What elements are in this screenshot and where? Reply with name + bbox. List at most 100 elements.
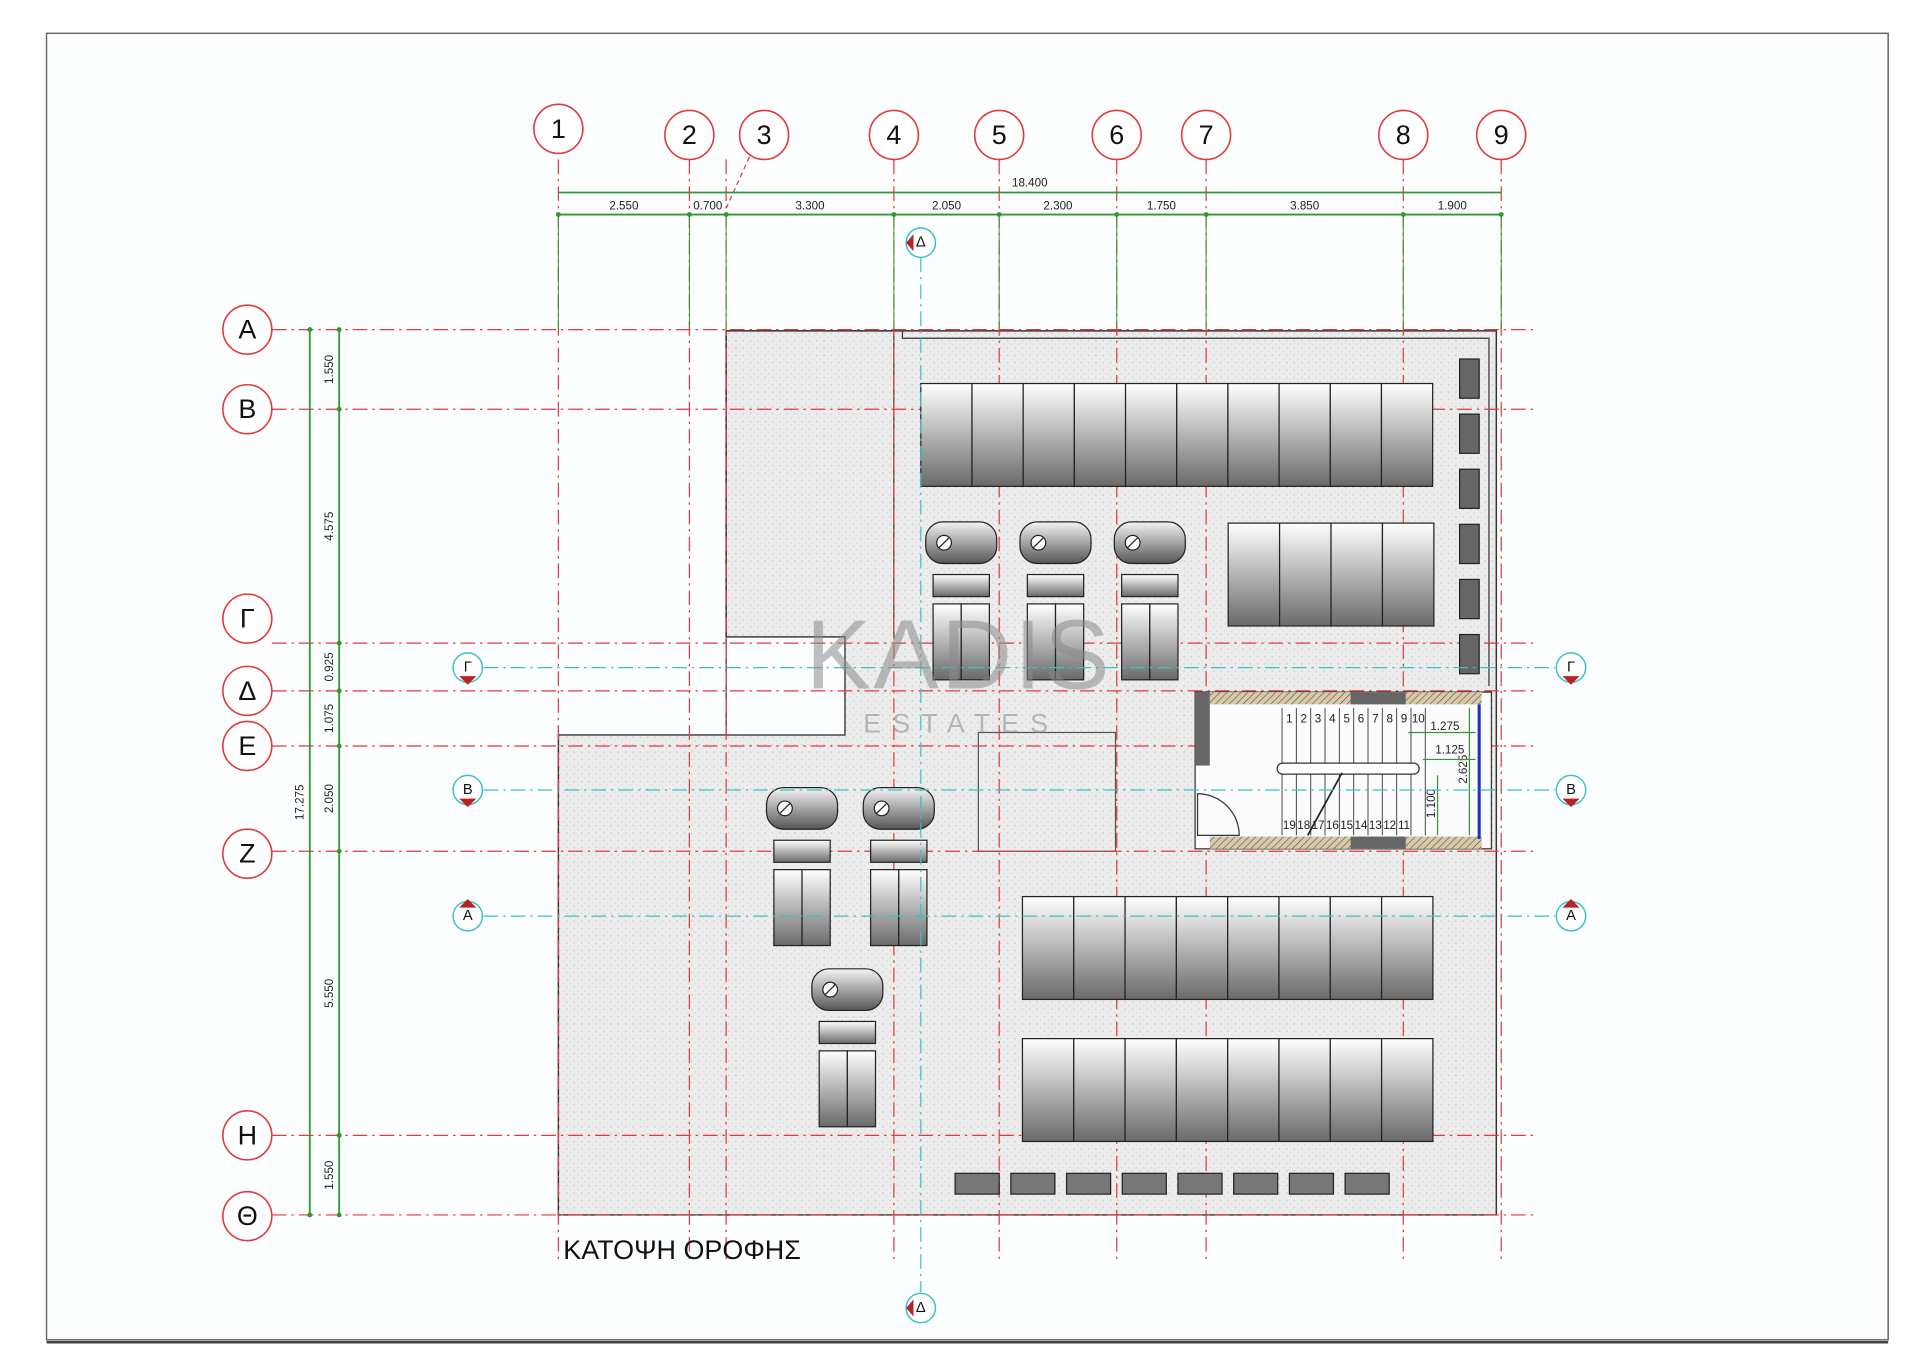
dim-segment: 2.050 bbox=[323, 784, 336, 814]
dim-segment: 2.050 bbox=[932, 200, 962, 213]
dim-total-horizontal: 18.400 bbox=[1012, 176, 1048, 189]
dim-tick bbox=[336, 406, 342, 412]
solar-panel bbox=[1380, 1038, 1434, 1143]
solar-panel bbox=[1329, 895, 1383, 1001]
grid-label-col: 9 bbox=[1494, 120, 1509, 150]
wall bbox=[1195, 692, 1210, 766]
section-label: B bbox=[1566, 782, 1576, 798]
water-tank bbox=[925, 521, 998, 565]
grid-bubble bbox=[222, 665, 273, 717]
dim-tick bbox=[336, 1212, 342, 1218]
solar-panel bbox=[1330, 522, 1384, 627]
section-arrow-icon bbox=[1562, 676, 1580, 685]
drawing-title: ΚΑΤΟΨΗ ΟΡΟΦΗΣ bbox=[563, 1235, 801, 1265]
stair-dimension: 1.100 bbox=[1425, 788, 1438, 818]
step-number: 9 bbox=[1401, 713, 1407, 726]
void bbox=[725, 636, 846, 736]
vent-unit bbox=[1458, 468, 1480, 510]
section-arrow-icon bbox=[1562, 899, 1580, 908]
grid-bubble bbox=[1091, 109, 1143, 161]
collector bbox=[1026, 573, 1085, 598]
wall bbox=[1350, 836, 1406, 849]
dim-tick bbox=[336, 848, 342, 854]
vent-unit bbox=[1458, 578, 1480, 620]
section-arrow-icon bbox=[906, 234, 914, 252]
grid-label-col: 1 bbox=[551, 114, 566, 144]
solar-panel bbox=[1227, 382, 1280, 487]
step-number: 11 bbox=[1398, 819, 1410, 832]
tank-valve-icon bbox=[876, 803, 887, 814]
solar-panel bbox=[1124, 382, 1178, 487]
vent-unit bbox=[1010, 1172, 1056, 1195]
collector bbox=[818, 1020, 877, 1045]
grid-bubble bbox=[222, 720, 273, 772]
water-tank bbox=[862, 786, 935, 830]
stair-cut-line bbox=[1307, 772, 1343, 836]
water-tank bbox=[765, 786, 839, 830]
dim-tick bbox=[336, 1132, 342, 1138]
dim-segment: 0.925 bbox=[323, 652, 336, 681]
step-number: 2 bbox=[1300, 713, 1306, 726]
dim-total-vertical: 17.275 bbox=[294, 785, 307, 821]
grid-bubble bbox=[664, 109, 715, 161]
solar-panel bbox=[1278, 895, 1331, 1001]
water-tank bbox=[1113, 521, 1186, 565]
step-number: 5 bbox=[1343, 713, 1349, 726]
section-arrow-icon bbox=[459, 798, 477, 808]
step-number: 6 bbox=[1358, 713, 1364, 726]
step-number: 15 bbox=[1340, 819, 1353, 832]
grid-label-row: Θ bbox=[237, 1201, 258, 1231]
dim-tick bbox=[336, 688, 342, 694]
wall bbox=[1350, 692, 1406, 705]
section-label: Γ bbox=[464, 660, 472, 676]
tank-valve-icon bbox=[938, 537, 950, 549]
dim-segment: 3.850 bbox=[1290, 200, 1320, 213]
grid-bubble bbox=[222, 304, 273, 355]
solar-panel bbox=[1021, 895, 1075, 1001]
collector-panel bbox=[1149, 603, 1179, 681]
tank-valve-icon bbox=[1033, 537, 1044, 549]
section-arrow-icon bbox=[906, 1299, 914, 1317]
collector-panel bbox=[870, 869, 900, 947]
collector bbox=[1121, 573, 1179, 598]
step-number: 12 bbox=[1383, 819, 1396, 832]
dim-segment: 1.075 bbox=[323, 704, 336, 733]
solar-panel bbox=[920, 382, 973, 487]
collector-panel bbox=[818, 1050, 848, 1128]
dim-segment: 4.575 bbox=[323, 512, 336, 541]
grid-label-row: H bbox=[238, 1120, 257, 1150]
stair-dimension: 2.625 bbox=[1457, 755, 1470, 784]
solar-panel bbox=[1124, 895, 1177, 1001]
collector bbox=[932, 573, 991, 598]
section-arrow-icon bbox=[459, 899, 477, 908]
solar-panel bbox=[1073, 895, 1126, 1001]
dim-segment: 1.900 bbox=[1438, 200, 1468, 213]
grid-label-row: A bbox=[238, 315, 256, 345]
section-arrow-icon bbox=[459, 676, 477, 685]
stair-dimension: 1.125 bbox=[1435, 743, 1464, 756]
section-arrow-icon bbox=[1562, 798, 1580, 808]
grid-bubble bbox=[222, 1190, 273, 1242]
step-number: 16 bbox=[1326, 819, 1339, 832]
step-number: 7 bbox=[1372, 713, 1378, 726]
solar-panel bbox=[1381, 522, 1435, 627]
solar-panel bbox=[1380, 895, 1434, 1001]
solar-panel bbox=[1073, 1038, 1126, 1143]
door-swing bbox=[1196, 793, 1240, 836]
solar-panel bbox=[1329, 1038, 1383, 1143]
dim-tick bbox=[307, 1212, 313, 1218]
tank-valve-icon bbox=[779, 803, 791, 814]
collector-panel bbox=[1121, 603, 1151, 681]
dim-segment: 2.300 bbox=[1043, 200, 1073, 213]
vent-unit bbox=[954, 1172, 1000, 1195]
grid-label-col: 8 bbox=[1396, 120, 1411, 150]
collector-panel bbox=[846, 1050, 877, 1128]
step-number: 10 bbox=[1412, 713, 1425, 726]
dim-tick bbox=[336, 640, 342, 646]
grid-label-col: 7 bbox=[1199, 120, 1214, 150]
solar-panel bbox=[1022, 382, 1075, 487]
dim-segment: 0.700 bbox=[693, 200, 723, 213]
vent-unit bbox=[1121, 1172, 1167, 1195]
stair-dimension: 1.275 bbox=[1430, 720, 1459, 733]
collector-panel bbox=[801, 869, 831, 947]
